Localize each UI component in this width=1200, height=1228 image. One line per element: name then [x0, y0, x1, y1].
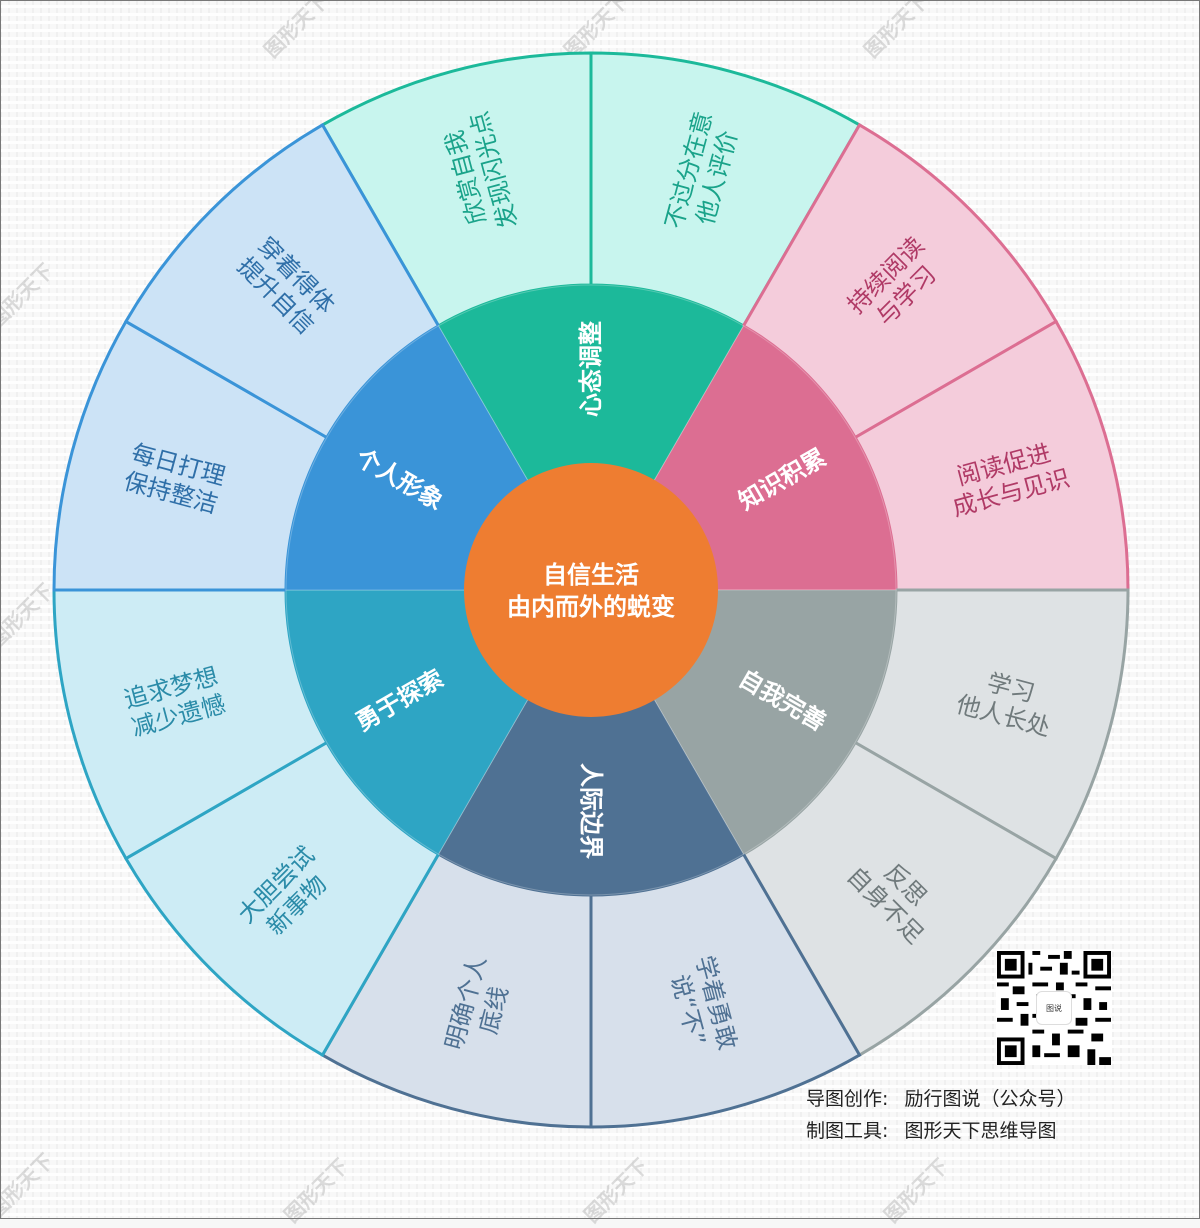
- center-circle[interactable]: [464, 463, 718, 717]
- category-node[interactable]: 勇于探索: [285, 589, 530, 855]
- qr-code: 图说: [996, 951, 1112, 1065]
- qr-logo: 图说: [1036, 991, 1072, 1025]
- credit-author-value: 励行图说（公众号）: [904, 1088, 1076, 1110]
- outer-ring: 欣赏自我发现闪光点不过分在意他人评价持续阅读与学习阅读促进成长与见识学习他人长处…: [52, 51, 1130, 1129]
- center-title-line1: 自信生活: [543, 561, 639, 589]
- category-label: 心态调整: [577, 321, 605, 417]
- category-node[interactable]: 个人形象: [285, 325, 530, 591]
- center-node[interactable]: 自信生活 由内而外的蜕变: [464, 463, 718, 717]
- leaf-node[interactable]: 欣赏自我发现闪光点: [320, 51, 593, 328]
- category-node[interactable]: 知识积累: [652, 325, 897, 591]
- credits: 导图创作: 励行图说（公众号） 制图工具: 图形天下思维导图: [806, 1083, 1075, 1147]
- credit-author: 导图创作: 励行图说（公众号）: [806, 1083, 1075, 1115]
- leaf-node[interactable]: 阅读促进成长与见识: [853, 319, 1130, 592]
- category-label: 人际边界: [577, 763, 605, 859]
- leaf-node[interactable]: 追求梦想减少遗憾: [52, 588, 329, 861]
- credit-author-label: 导图创作:: [806, 1088, 889, 1110]
- leaf-node[interactable]: 每日打理保持整洁: [52, 319, 329, 592]
- center-title-line2: 由内而外的蜕变: [507, 593, 675, 621]
- credit-tool: 制图工具: 图形天下思维导图: [806, 1115, 1075, 1147]
- credit-tool-value: 图形天下思维导图: [904, 1120, 1057, 1142]
- leaf-node[interactable]: 学着勇敢说“不”: [589, 852, 862, 1129]
- credit-tool-label: 制图工具:: [806, 1120, 889, 1142]
- leaf-node[interactable]: 穿着得体提升自信: [123, 122, 441, 440]
- category-node[interactable]: 人际边界: [437, 697, 745, 896]
